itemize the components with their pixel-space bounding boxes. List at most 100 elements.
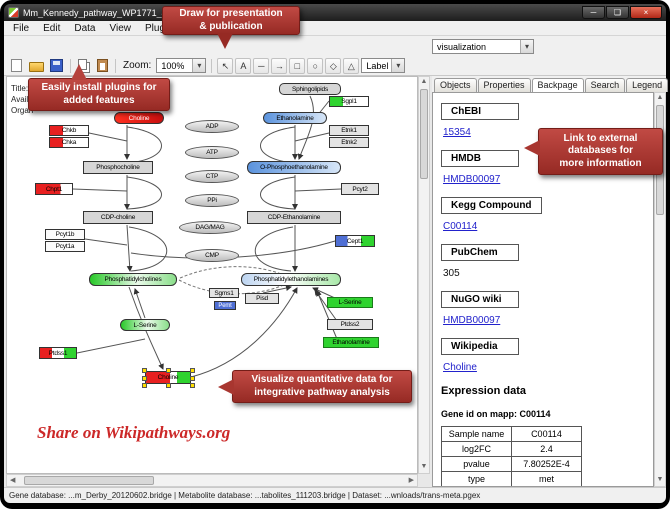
selection-handle[interactable]	[142, 375, 147, 381]
db-value-wikipedia[interactable]: Choline	[443, 362, 477, 373]
scroll-down-icon[interactable]: ▼	[656, 476, 664, 483]
pathway-node-phosphatidylcholines[interactable]: Phosphatidylcholines	[89, 273, 177, 286]
table-cell: log2FC	[441, 441, 512, 457]
db-value-nugo-wiki[interactable]: HMDB00097	[443, 315, 501, 326]
zoom-label: Zoom:	[123, 60, 152, 71]
pathway-node-choline[interactable]: Choline	[142, 368, 195, 388]
template-value: Label	[366, 60, 389, 71]
pathway-node-dag-mag[interactable]: DAG/MAG	[179, 221, 241, 234]
selection-handle[interactable]	[142, 368, 147, 373]
pathway-node-l-serine[interactable]: L-Serine	[120, 319, 170, 331]
db-value-hmdb[interactable]: HMDB00097	[443, 174, 501, 185]
table-cell: pvalue	[441, 456, 512, 472]
chevron-down-icon[interactable]: ▾	[192, 59, 206, 72]
table-cell: Sample name	[441, 426, 512, 442]
pathway-node-cdp-choline[interactable]: CDP-choline	[83, 211, 153, 224]
pathway-node-cdp-ethanolamine[interactable]: CDP-Ethanolamine	[247, 211, 341, 224]
triangle-tool-icon[interactable]: △	[343, 57, 360, 74]
maximize-button[interactable]: ❏	[606, 6, 629, 19]
pathway-node-ctp[interactable]: CTP	[185, 170, 239, 183]
pathway-node-ptdss1[interactable]: Ptdss1	[39, 347, 77, 359]
menu-plugins[interactable]: Plugins	[138, 22, 185, 35]
pathway-node-pisd[interactable]: Pisd	[245, 293, 279, 304]
pathway-node-phosphatidylethanolamines[interactable]: Phosphatidylethanolamines	[241, 273, 341, 286]
tab-objects[interactable]: Objects	[434, 78, 477, 92]
pathway-node-atp[interactable]: ATP	[185, 146, 239, 159]
scroll-right-icon[interactable]: ▶	[408, 476, 414, 484]
pathway-node-pcyt1a[interactable]: Pcyt1a	[45, 241, 85, 252]
menu-data[interactable]: Data	[74, 22, 96, 34]
menu-edit[interactable]: Edit	[43, 22, 61, 34]
pathway-node-ppi[interactable]: PPi	[185, 194, 239, 207]
canvas-horizontal-scrollbar[interactable]: ◀ ▶	[6, 474, 418, 487]
visualization-dropdown[interactable]: visualization ▾	[432, 39, 534, 54]
table-cell: met	[511, 471, 582, 486]
menu-file[interactable]: File	[13, 22, 30, 34]
db-value-kegg-compound[interactable]: C00114	[443, 221, 478, 232]
pathway-node-l-serine[interactable]: L-Serine	[327, 297, 373, 308]
scroll-up-icon[interactable]: ▲	[656, 94, 664, 101]
pathway-node-pemt[interactable]: Pemt	[214, 301, 236, 310]
chevron-down-icon[interactable]: ▾	[520, 40, 533, 53]
pathway-node-ethanolamine[interactable]: Ethanolamine	[323, 337, 379, 348]
line-tool-icon[interactable]: ─	[253, 57, 270, 74]
new-file-icon[interactable]	[11, 59, 22, 72]
label-tool-icon[interactable]: A	[235, 57, 252, 74]
template-dropdown[interactable]: Label ▾	[361, 58, 406, 73]
pathway-node-chpt1[interactable]: Chpt1	[35, 183, 73, 195]
scrollbar-thumb[interactable]	[24, 476, 155, 485]
selection-handle[interactable]	[142, 383, 147, 388]
chevron-down-icon[interactable]: ▾	[391, 59, 405, 72]
pathway-node-sgpl1[interactable]: Sgpl1	[329, 96, 369, 107]
scroll-down-icon[interactable]: ▼	[420, 463, 428, 470]
selection-handle[interactable]	[190, 368, 195, 373]
open-file-icon[interactable]	[29, 62, 44, 72]
save-file-icon[interactable]	[50, 59, 63, 72]
pathway-node-cept1[interactable]: Cept1	[335, 235, 375, 247]
selection-handle[interactable]	[166, 383, 171, 388]
polygon-tool-icon[interactable]: ◇	[325, 57, 342, 74]
selection-handle[interactable]	[190, 375, 195, 381]
pathway-node-ptdss2[interactable]: Ptdss2	[327, 319, 373, 330]
toolbar-main: Zoom: 100% ▾ ↖A─→□○◇△ Label ▾	[4, 56, 666, 76]
scroll-left-icon[interactable]: ◀	[10, 476, 16, 484]
canvas-vertical-scrollbar[interactable]: ▲ ▼	[418, 76, 430, 474]
tab-search[interactable]: Search	[584, 78, 626, 92]
title-bar: Mm_Kennedy_pathway_WP1771_45176.gpml... …	[4, 4, 666, 21]
scroll-up-icon[interactable]: ▲	[420, 78, 428, 85]
pathway-node-o-phosphoethanolamine[interactable]: O-Phosphoethanolamine	[247, 161, 341, 174]
share-text: Share on Wikipathways.org	[37, 423, 231, 442]
doc-title-label: Title:	[11, 84, 29, 93]
minimize-button[interactable]: ─	[582, 6, 605, 19]
selection-handle[interactable]	[190, 383, 195, 388]
pathway-node-chka[interactable]: Chka	[49, 137, 89, 148]
close-button[interactable]: ×	[630, 6, 662, 19]
pathway-node-pcyt1b[interactable]: Pcyt1b	[45, 229, 85, 240]
rect-tool-icon[interactable]: □	[289, 57, 306, 74]
arrow-tool-icon[interactable]: →	[271, 57, 288, 74]
tab-backpage[interactable]: Backpage	[531, 78, 584, 93]
pathway-node-sgms1[interactable]: Sgms1	[209, 288, 239, 298]
db-value-chebi[interactable]: 15354	[443, 127, 471, 138]
pathway-node-adp[interactable]: ADP	[185, 120, 239, 133]
select-tool-icon[interactable]: ↖	[217, 57, 234, 74]
tab-properties[interactable]: Properties	[477, 78, 531, 92]
zoom-dropdown[interactable]: 100% ▾	[156, 58, 207, 73]
pathway-node-phosphocholine[interactable]: Phosphocholine	[83, 161, 153, 174]
tab-legend[interactable]: Legend	[626, 78, 669, 92]
paste-icon[interactable]	[97, 59, 108, 72]
pathway-node-ethanolamine[interactable]: Ethanolamine	[263, 112, 327, 124]
pathway-node-sphingolipids[interactable]: Sphingolipids	[279, 83, 341, 95]
pathway-node-etnk2[interactable]: Etnk2	[329, 137, 369, 148]
pathway-node-etnk1[interactable]: Etnk1	[329, 125, 369, 136]
scrollbar-thumb[interactable]	[420, 89, 428, 179]
pathway-node-chkb[interactable]: Chkb	[49, 125, 89, 136]
oval-tool-icon[interactable]: ○	[307, 57, 324, 74]
pathway-node-cmp[interactable]: CMP	[185, 249, 239, 262]
pathway-node-choline[interactable]: Choline	[114, 112, 164, 124]
menu-view[interactable]: View	[109, 22, 131, 34]
selection-handle[interactable]	[166, 368, 171, 373]
pathway-node-pcyt2[interactable]: Pcyt2	[341, 183, 379, 195]
